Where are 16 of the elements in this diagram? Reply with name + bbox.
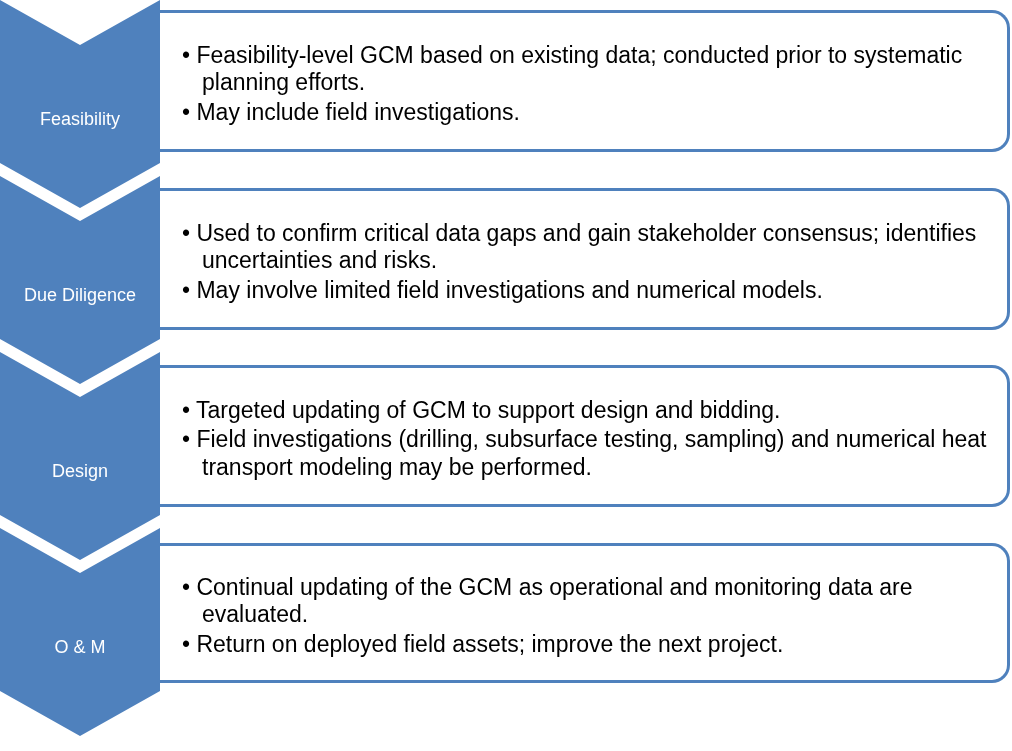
description-box [160,188,1010,330]
stage-label: Feasibility [39,109,121,130]
bullet-text: • Used to confirm critical data gaps and gain stakeholder consensus; identifies uncertainties and risks. [182,219,978,275]
description-box [160,10,1010,152]
bullet-text: • May include field investigations. [182,98,521,127]
bullet-text: • May involve limited field investigations and numerical models. [182,276,824,305]
bullet-text: • Field investigations (drilling, subsurface testing, sampling) and numerical heat transport modeling may be performed. [182,426,988,482]
stage-label: Design [51,461,109,482]
bullet-text: • Targeted updating of GCM to support design and bidding. [182,396,782,425]
description-box [160,543,1010,683]
bullet-text: • Feasibility-level GCM based on existing data; conducted prior to systematic planning efforts. [182,41,964,97]
bullet-text: • Return on deployed field assets; improve the next project. [182,630,785,659]
description-box [160,365,1010,507]
bullet-text: • Continual updating of the GCM as operational and monitoring data are evaluated. [182,573,914,629]
stage-label: O & M [53,637,107,658]
stage-label: Due Diligence [22,285,138,306]
